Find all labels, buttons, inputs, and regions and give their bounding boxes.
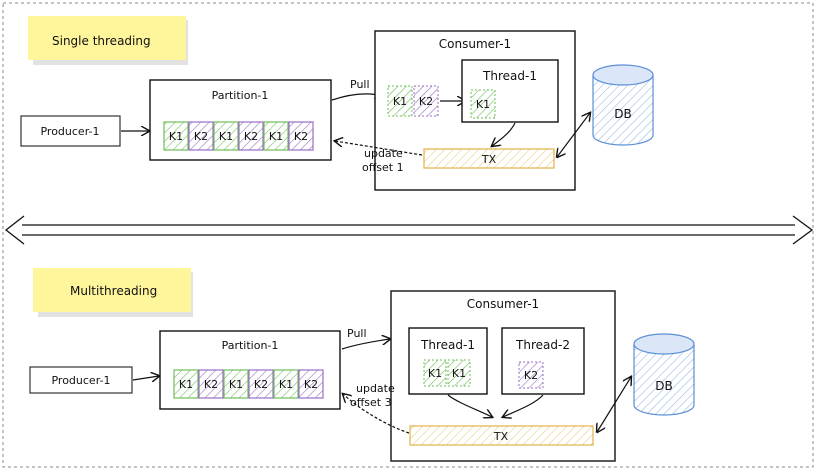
thread1-to-tx-arrow xyxy=(447,394,492,417)
db-label-top: DB xyxy=(614,107,631,121)
tx-label-top: TX xyxy=(481,153,497,166)
pull-label-bottom: Pull xyxy=(347,327,367,340)
section-divider-arrow xyxy=(4,215,814,245)
thread1-item: K1 xyxy=(428,367,442,380)
queue-item: K1 xyxy=(387,85,413,117)
sticky-note-bottom-label: Multithreading xyxy=(70,284,157,298)
queue-item-label: K1 xyxy=(393,95,407,108)
sticky-note-bottom: Multithreading xyxy=(33,268,193,317)
partition-cell: K2 xyxy=(188,121,214,151)
consumer-title-top: Consumer-1 xyxy=(439,37,511,51)
sticky-note-top: Single threading xyxy=(28,16,188,65)
partition-cell: K1 xyxy=(163,121,189,151)
queue-item-label: K2 xyxy=(419,95,433,108)
thread-to-tx-arrow-top xyxy=(492,122,516,146)
update-label-top-1: update xyxy=(364,147,403,160)
pull-arrow-bottom xyxy=(341,339,390,350)
db-label-bottom: DB xyxy=(655,379,672,393)
queue-item: K2 xyxy=(413,85,439,117)
update-arrow-bottom xyxy=(343,394,410,434)
partition-cell-label: K2 xyxy=(304,378,318,391)
partition-cells-top: K1 K2 K1 K2 K1 K2 xyxy=(163,121,314,151)
partition-cell-label: K1 xyxy=(179,378,193,391)
partition-title-top: Partition-1 xyxy=(212,89,269,102)
tx-box-bottom: TX xyxy=(409,425,594,446)
producer-label-top: Producer-1 xyxy=(40,125,99,138)
sticky-note-top-label: Single threading xyxy=(52,34,151,48)
partition-cell-label: K1 xyxy=(269,130,283,143)
producer-box-top: Producer-1 xyxy=(20,115,121,147)
partition-title-bottom: Partition-1 xyxy=(222,339,279,352)
partition-cell: K1 xyxy=(263,121,289,151)
partition-cell: K1 xyxy=(273,369,299,399)
partition-cell-label: K2 xyxy=(244,130,258,143)
partition-cell-label: K2 xyxy=(204,378,218,391)
thread1-box-bottom: Thread-1 K1 K1 xyxy=(408,327,488,395)
partition-cell-label: K2 xyxy=(254,378,268,391)
producer-arrow-bottom xyxy=(132,376,159,380)
consumer-title-bottom: Consumer-1 xyxy=(467,297,539,311)
partition-cell: K1 xyxy=(223,369,249,399)
partition-cell: K2 xyxy=(248,369,274,399)
partition-cells-bottom: K1 K2 K1 K2 K1 K2 xyxy=(173,369,324,399)
partition-cell-label: K1 xyxy=(219,130,233,143)
thread2-item: K2 xyxy=(524,369,538,382)
tx-db-arrow-bottom xyxy=(597,377,631,432)
db-cylinder-bottom: DB xyxy=(633,333,695,416)
partition-cell: K2 xyxy=(198,369,224,399)
pull-label-top: Pull xyxy=(350,78,370,91)
tx-db-arrow-top xyxy=(557,113,590,157)
partition-cell: K1 xyxy=(173,369,199,399)
thread2-box-bottom: Thread-2 K2 xyxy=(501,327,585,395)
thread2-title-bottom: Thread-2 xyxy=(515,338,570,352)
update-label-bottom-1: update xyxy=(356,382,395,395)
partition-cell-label: K2 xyxy=(294,130,308,143)
producer-label-bottom: Producer-1 xyxy=(51,374,110,387)
thread-item-top: K1 xyxy=(476,98,490,111)
partition-cell: K2 xyxy=(238,121,264,151)
db-cylinder-top: DB xyxy=(592,64,654,146)
partition-cell: K2 xyxy=(298,369,324,399)
partition-cell: K1 xyxy=(213,121,239,151)
tx-box-top: TX xyxy=(423,148,555,169)
partition-cell-label: K2 xyxy=(194,130,208,143)
partition-cell-label: K1 xyxy=(229,378,243,391)
consumer-queue-top: K1 K2 xyxy=(387,85,439,117)
thread1-item: K1 xyxy=(452,367,466,380)
thread2-to-tx-arrow xyxy=(503,394,544,417)
update-label-top-2: offset 1 xyxy=(362,161,404,174)
thread-box-top: Thread-1 K1 xyxy=(461,59,559,123)
tx-label-bottom: TX xyxy=(493,430,509,443)
update-label-bottom-2: offset 3 xyxy=(350,396,392,409)
partition-cell-label: K1 xyxy=(169,130,183,143)
thread1-title-bottom: Thread-1 xyxy=(420,338,475,352)
thread-title-top: Thread-1 xyxy=(482,69,537,83)
partition-cell: K2 xyxy=(288,121,314,151)
producer-box-bottom: Producer-1 xyxy=(29,366,133,394)
partition-cell-label: K1 xyxy=(279,378,293,391)
